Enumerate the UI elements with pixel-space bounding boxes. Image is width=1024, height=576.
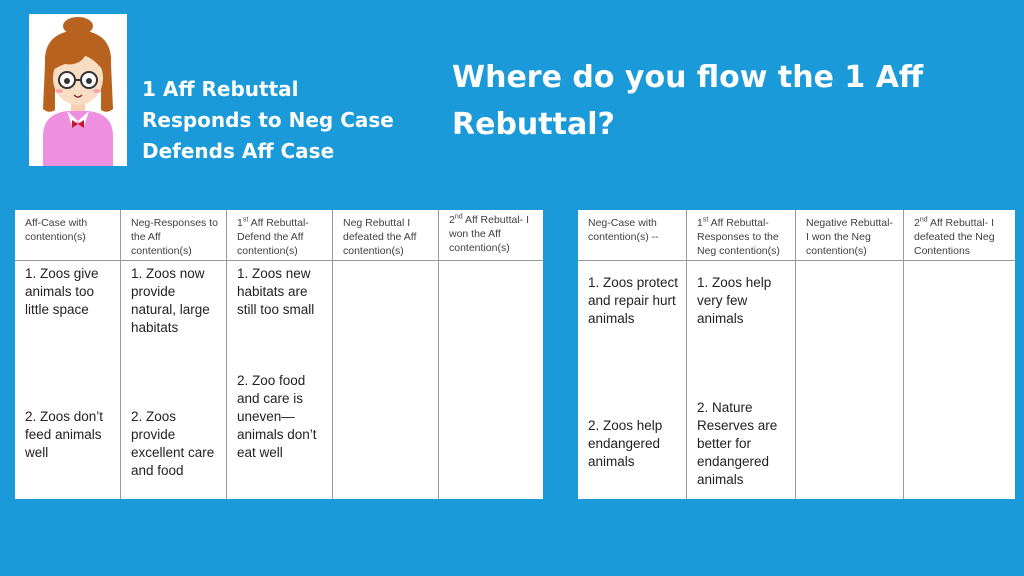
header-number: 1: [697, 217, 703, 229]
title-line-1: Where do you flow the 1 Aff: [452, 60, 924, 95]
column-header: Neg Rebuttal I defeated the Aff contenti…: [333, 210, 438, 261]
header-text: Aff Rebuttal- Defend the Aff contention(…: [237, 217, 309, 257]
column-header: 2nd Aff Rebuttal- I defeated the Neg Con…: [904, 210, 1015, 261]
aff-flow-sheet: Aff-Case with contention(s) 1. Zoos give…: [15, 210, 543, 499]
flow-point: 2. Zoos provide excellent care and food: [131, 409, 215, 478]
flow-point: 1. Zoos now provide natural, large habit…: [131, 266, 210, 335]
flow-point: 1. Zoos new habitats are still too small: [237, 266, 315, 317]
flow-point: 2. Zoos help endangered animals: [588, 418, 663, 469]
column-header: Neg-Case with contention(s) --: [578, 210, 686, 261]
column-header: Aff-Case with contention(s): [15, 210, 120, 261]
flow-column: 1st Aff Rebuttal- Defend the Aff content…: [227, 210, 333, 499]
flow-column: Negative Rebuttal- I won the Neg content…: [796, 210, 904, 499]
flow-column: Neg Rebuttal I defeated the Aff contenti…: [333, 210, 439, 499]
column-header: 1st Aff Rebuttal- Responses to the Neg c…: [687, 210, 795, 261]
column-header: 1st Aff Rebuttal- Defend the Aff content…: [227, 210, 332, 261]
summary-line-1: 1 Aff Rebuttal: [142, 77, 299, 101]
header-text: Aff Rebuttal- I won the Aff contention(s…: [449, 214, 529, 254]
flow-column: 2nd Aff Rebuttal- I defeated the Neg Con…: [904, 210, 1015, 499]
header-ordinal: nd: [454, 213, 463, 221]
header-text: Aff Rebuttal- Responses to the Neg conte…: [697, 217, 780, 257]
title-line-2: Rebuttal?: [452, 107, 615, 142]
slide-title: Where do you flow the 1 Aff Rebuttal?: [452, 54, 923, 148]
summary-line-3: Defends Aff Case: [142, 139, 335, 163]
flow-point: 2. Zoos don’t feed animals well: [25, 409, 104, 460]
flow-column: Neg-Case with contention(s) -- 1. Zoos p…: [578, 210, 687, 499]
header-number: 2: [914, 217, 920, 229]
summary-line-2: Responds to Neg Case: [142, 108, 394, 132]
flow-point: 2. Nature Reserves are better for endang…: [697, 400, 778, 487]
column-header: Neg-Responses to the Aff contention(s): [121, 210, 226, 261]
flow-point: 1. Zoos give animals too little space: [25, 266, 99, 317]
cartoon-girl-icon: [43, 17, 113, 166]
flow-column: Neg-Responses to the Aff contention(s) 1…: [121, 210, 227, 499]
header-ordinal: nd: [919, 216, 928, 224]
column-header: Negative Rebuttal- I won the Neg content…: [796, 210, 903, 261]
flow-point: 1. Zoos protect and repair hurt animals: [588, 275, 679, 326]
flow-column: 2nd Aff Rebuttal- I won the Aff contenti…: [439, 210, 543, 499]
flow-point: 1. Zoos help very few animals: [697, 275, 772, 326]
rebuttal-summary: 1 Aff Rebuttal Responds to Neg Case Defe…: [142, 74, 394, 167]
header-text: Aff Rebuttal- I defeated the Neg Content…: [914, 217, 995, 257]
flow-point: 2. Zoo food and care is uneven— animals …: [237, 373, 317, 460]
flow-column: Aff-Case with contention(s) 1. Zoos give…: [15, 210, 121, 499]
header-ordinal: st: [702, 216, 709, 224]
column-header: 2nd Aff Rebuttal- I won the Aff contenti…: [439, 210, 543, 261]
header-ordinal: st: [242, 216, 249, 224]
avatar: [29, 14, 127, 166]
neg-flow-sheet: Neg-Case with contention(s) -- 1. Zoos p…: [578, 210, 1015, 499]
header-number: 2: [449, 214, 455, 226]
flow-column: 1st Aff Rebuttal- Responses to the Neg c…: [687, 210, 796, 499]
header-number: 1: [237, 217, 243, 229]
